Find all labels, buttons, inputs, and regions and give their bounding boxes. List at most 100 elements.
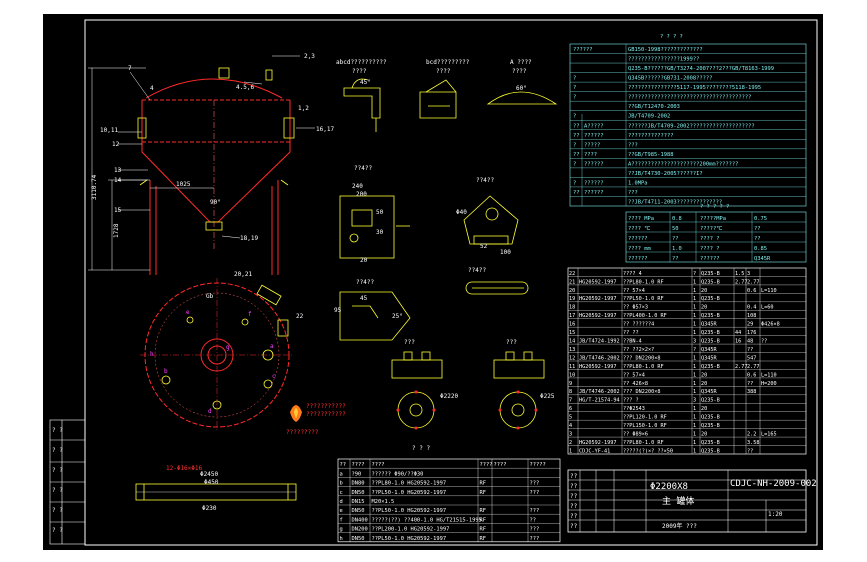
nozzle-cell: ???? bbox=[352, 462, 365, 468]
title-block-label: ?? bbox=[570, 483, 578, 490]
bom-cell: HG20592-1997 bbox=[579, 364, 616, 370]
nozzle-cell: RF bbox=[480, 527, 487, 533]
bom-cell: ???? 4 bbox=[623, 271, 642, 277]
dim: 45 bbox=[360, 295, 368, 302]
bom-cell: Q235-B bbox=[701, 313, 720, 319]
bom-cell: 3 bbox=[693, 338, 696, 344]
nozzle-letter: b bbox=[164, 368, 168, 375]
bom-cell: ?? bbox=[747, 448, 753, 454]
detail-title: ??4?? bbox=[356, 279, 374, 286]
frame-border bbox=[84, 19, 818, 546]
nozzle-cell: DN200 bbox=[352, 527, 368, 533]
bom-cell: 1 bbox=[693, 288, 696, 294]
title-year: 2009年 ??? bbox=[662, 522, 697, 530]
section-sub: ???? bbox=[512, 68, 527, 75]
tables bbox=[337, 43, 807, 543]
spec-value: ??JB/T4730-2005??????I? bbox=[628, 171, 703, 177]
dim-angle: 45° bbox=[360, 79, 371, 86]
section-label: abcd?????????? bbox=[336, 59, 387, 66]
part-leader: Gb bbox=[206, 293, 214, 300]
bom-cell: 1 bbox=[693, 440, 696, 446]
bom-cell: ??? DN2200×8 bbox=[623, 389, 660, 395]
bom-cell: 1 bbox=[693, 406, 696, 412]
part-leader: 7 bbox=[128, 65, 132, 72]
nozzle-note: 12-Φ16×Φ16 bbox=[166, 465, 203, 472]
nozzle-cell: RF bbox=[480, 490, 487, 496]
table-title: ? ? ? bbox=[412, 445, 430, 452]
design-cell: ???? MPa bbox=[628, 216, 654, 222]
bom-cell: ? bbox=[693, 271, 696, 277]
nozzle-cell: ???? bbox=[372, 462, 385, 468]
nozzle-cell: ??? bbox=[530, 527, 540, 533]
bom-cell: Q235-B bbox=[701, 423, 720, 429]
dim: 100 bbox=[500, 249, 511, 256]
bom-cell: 3 bbox=[569, 431, 572, 437]
bom-cell: 20 bbox=[701, 431, 707, 437]
part-leader: 16,17 bbox=[316, 126, 334, 133]
spec-value: ??GB/T12470-2003 bbox=[628, 104, 680, 110]
left-strip bbox=[49, 419, 86, 545]
bom-cell: HG20592-1997 bbox=[579, 313, 616, 319]
design-cell: ???? ? bbox=[700, 236, 719, 242]
part-leader: 20,21 bbox=[234, 271, 252, 278]
bom-cell: 1 bbox=[693, 279, 696, 285]
bom-cell: ??? DN2200×8 bbox=[623, 355, 660, 361]
nozzle-cell: ??? bbox=[530, 536, 540, 542]
bom-cell: L=110 bbox=[761, 372, 777, 378]
bom-cell: 1 bbox=[693, 364, 696, 370]
design-cell: 0.75 bbox=[754, 216, 767, 222]
plan-nozzles bbox=[161, 284, 289, 410]
dim: Φ40 bbox=[456, 209, 467, 216]
section-label: bcd????????? bbox=[426, 59, 470, 66]
nozzle-letter: f bbox=[248, 311, 252, 318]
spec-value: ??GB/T985-1988 bbox=[628, 152, 673, 158]
svg-text:???????????: ??????????? bbox=[306, 411, 346, 418]
bom-cell: 2.77 bbox=[735, 364, 748, 370]
spec-value: ??? bbox=[628, 142, 638, 148]
spec-sub: ?????? bbox=[584, 161, 603, 167]
table-frame bbox=[569, 43, 807, 207]
dim: Φ450 bbox=[204, 479, 219, 486]
bom-cell: 15 bbox=[569, 330, 575, 336]
nozzle-detail-red bbox=[396, 390, 538, 430]
nozzle-cell: ????? bbox=[530, 462, 546, 468]
title-block-label: ?? bbox=[570, 523, 578, 530]
title-block-label: ?? bbox=[570, 493, 578, 500]
dim: 95 bbox=[334, 307, 342, 314]
nozzle-cell: d bbox=[340, 499, 343, 505]
spec-value: Q345B??????GB731-2008????? bbox=[628, 76, 712, 82]
dim: Φ2450 bbox=[200, 471, 218, 478]
bom-cell: 2.77 bbox=[747, 279, 760, 285]
part-leader: 22 bbox=[296, 313, 304, 320]
nozzle-cell: ??PL50-1.0 HG20592-1997 bbox=[372, 536, 447, 542]
bom-cell: 7 bbox=[569, 398, 572, 404]
bom-cell: ??PL80-1.0 RF bbox=[623, 279, 664, 285]
bom-cell: 1 bbox=[693, 305, 696, 311]
bom-cell: 12 bbox=[569, 355, 575, 361]
design-cell: ???? ℃ bbox=[628, 226, 650, 232]
part-leader: 12 bbox=[112, 141, 120, 148]
view-title: ??? bbox=[404, 339, 415, 346]
dim: 200 bbox=[356, 191, 367, 198]
design-cell: ?? bbox=[672, 256, 679, 262]
bom-cell: ??PL50-1.0 RF bbox=[623, 296, 664, 302]
bom-cell: 20 bbox=[701, 288, 707, 294]
nozzle-cell: ??PL50-1.0 HG20592-1997 bbox=[372, 490, 447, 496]
spec-key: ?? bbox=[573, 123, 580, 129]
bom-cell: ?? Φ57×3 bbox=[623, 305, 648, 311]
design-cell: ?????? bbox=[628, 256, 647, 262]
bom-cell: 1 bbox=[693, 415, 696, 421]
spec-key: ?? bbox=[573, 133, 580, 139]
design-cell: ?? bbox=[754, 236, 761, 242]
spec-value: A?????????????????????200mm??????? bbox=[628, 161, 738, 167]
bom-cell: ??PL80-1.0 RF bbox=[623, 440, 664, 446]
section-label: A ???? bbox=[510, 59, 532, 66]
bom-cell: 1 bbox=[693, 322, 696, 328]
bom-cell: HG/T-21574-94 bbox=[579, 398, 620, 404]
nozzle-cell: ?????(??) ??400-1.0 HG/T21515-1995 bbox=[372, 517, 482, 523]
bom-cell: 1 bbox=[693, 448, 696, 454]
spec-sub: ?????? bbox=[584, 190, 603, 196]
part-leader: 13 bbox=[114, 167, 122, 174]
bom-cell: H=200 bbox=[761, 381, 777, 387]
